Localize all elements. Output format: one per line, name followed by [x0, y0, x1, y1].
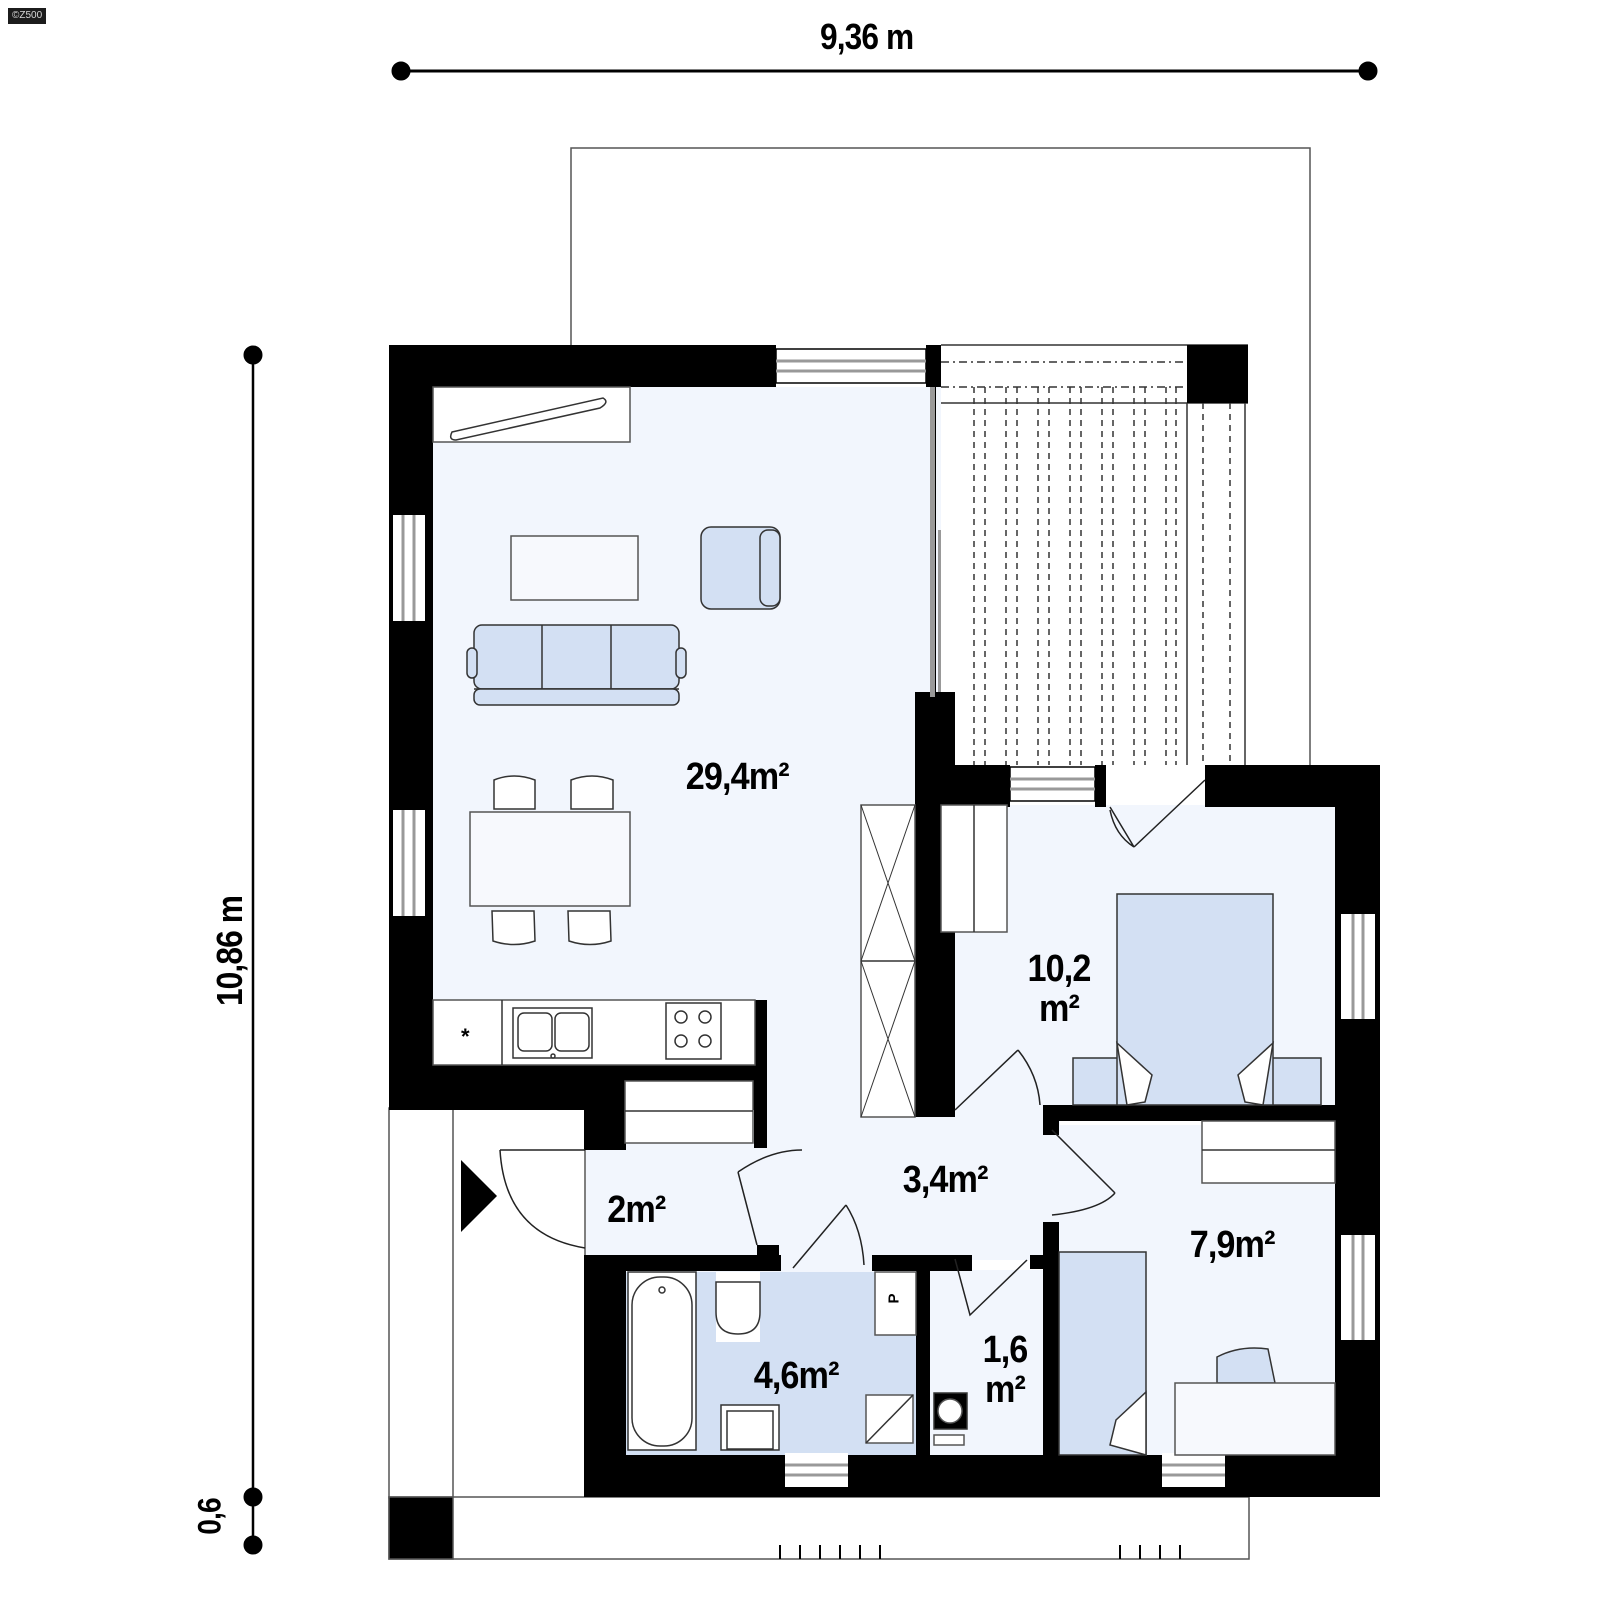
room-unit: m²: [947, 1159, 989, 1201]
width-dimension-label: 9,36 m: [820, 16, 914, 57]
fridge-symbol: *: [461, 1024, 470, 1049]
room-unit: m²: [1038, 988, 1080, 1030]
room-label-bedroom-2: 7,9m²: [1189, 1224, 1276, 1266]
room-label-vestibule: 2m²: [607, 1189, 666, 1231]
depth-dimension-label: 10,86 m: [209, 895, 250, 1007]
room-label-bedroom-1: 10,2 m²: [1019, 949, 1100, 1029]
doors: [499, 779, 1206, 1317]
roof-outline: [570, 147, 1311, 765]
room-area: 7,9: [1189, 1224, 1236, 1266]
room-unit: m²: [984, 1369, 1026, 1411]
copyright-watermark: ©Z500: [8, 8, 47, 24]
entrance-arrow-icon: [461, 1160, 497, 1232]
room-label-utility: 1,6 m²: [974, 1330, 1037, 1410]
room-unit: m²: [748, 756, 790, 798]
room-area: 29,4: [685, 756, 750, 798]
room-label-hall: 3,4m²: [902, 1159, 989, 1201]
boiler-symbol: P: [885, 1293, 903, 1304]
room-unit: m²: [625, 1189, 666, 1231]
room-area: 1,6: [982, 1329, 1029, 1371]
room-unit: m²: [1234, 1224, 1276, 1266]
room-area: 2: [607, 1189, 626, 1231]
room-area: 3,4: [902, 1159, 949, 1201]
dimension-lines: [243, 61, 1378, 1555]
furniture: [432, 386, 1336, 1456]
room-unit: m²: [798, 1355, 840, 1397]
room-area: 4,6: [753, 1355, 800, 1397]
entrance-porch: [388, 1107, 1250, 1560]
room-label-living-kitchen: 29,4m²: [685, 756, 790, 798]
room-label-bathroom: 4,6m²: [753, 1355, 840, 1397]
walls: [389, 345, 1380, 1497]
room-area: 10,2: [1027, 948, 1092, 990]
overhang-dimension-label: 0,6: [191, 1498, 228, 1535]
windows: [393, 348, 1375, 1487]
terrace: [941, 344, 1261, 765]
